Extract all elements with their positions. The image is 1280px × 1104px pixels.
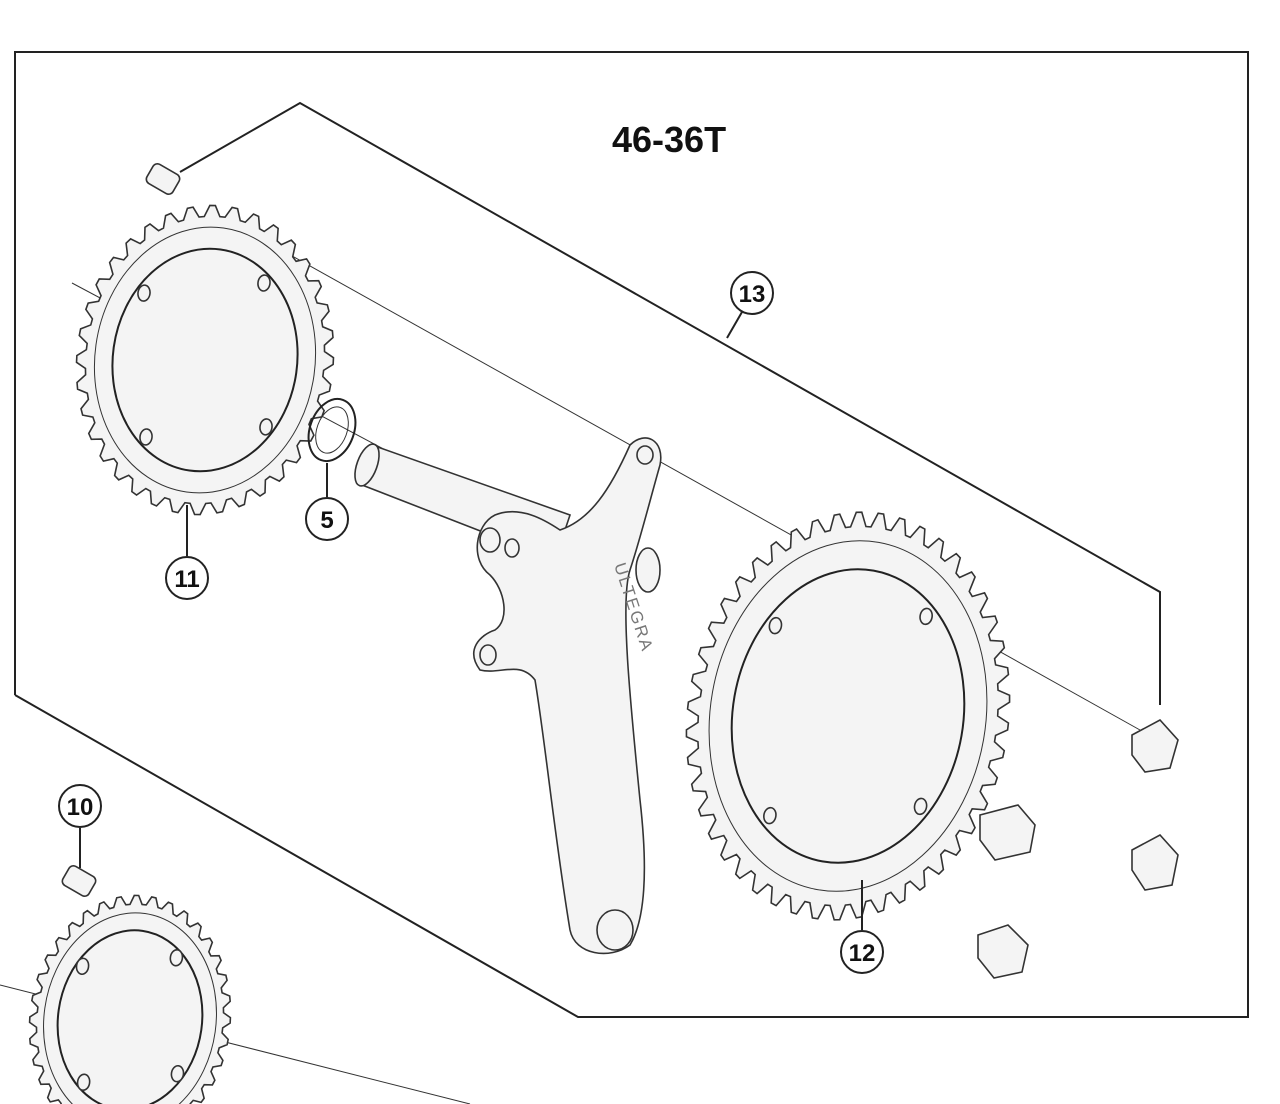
large-chainring-46t (685, 511, 1011, 921)
chainring-nut (977, 924, 1029, 979)
callout-12: 12 (840, 930, 884, 974)
callout-5: 5 (305, 497, 349, 541)
chainring-nut (1131, 718, 1179, 773)
callout-11: 11 (165, 556, 209, 600)
svg-text:5: 5 (320, 507, 333, 534)
chainring-bolt (145, 163, 181, 195)
small-chainring-36t (75, 204, 335, 516)
chainring-nut (979, 804, 1036, 861)
svg-text:13: 13 (739, 281, 766, 308)
chainring-size-title: 46-36T (612, 119, 726, 160)
spacer-washer (307, 398, 357, 462)
lower-chainring-partial (28, 894, 232, 1104)
chainring-bolt-10 (61, 865, 97, 897)
callout-10: 10 (58, 784, 102, 828)
svg-text:10: 10 (67, 794, 94, 821)
assembly-bracket (179, 101, 1161, 705)
chainring-nut (1131, 833, 1179, 891)
leader-13 (726, 311, 743, 339)
svg-text:11: 11 (174, 566, 199, 593)
group-frame (14, 51, 1249, 1018)
callout-13: 13 (730, 271, 774, 315)
svg-text:12: 12 (849, 940, 876, 967)
